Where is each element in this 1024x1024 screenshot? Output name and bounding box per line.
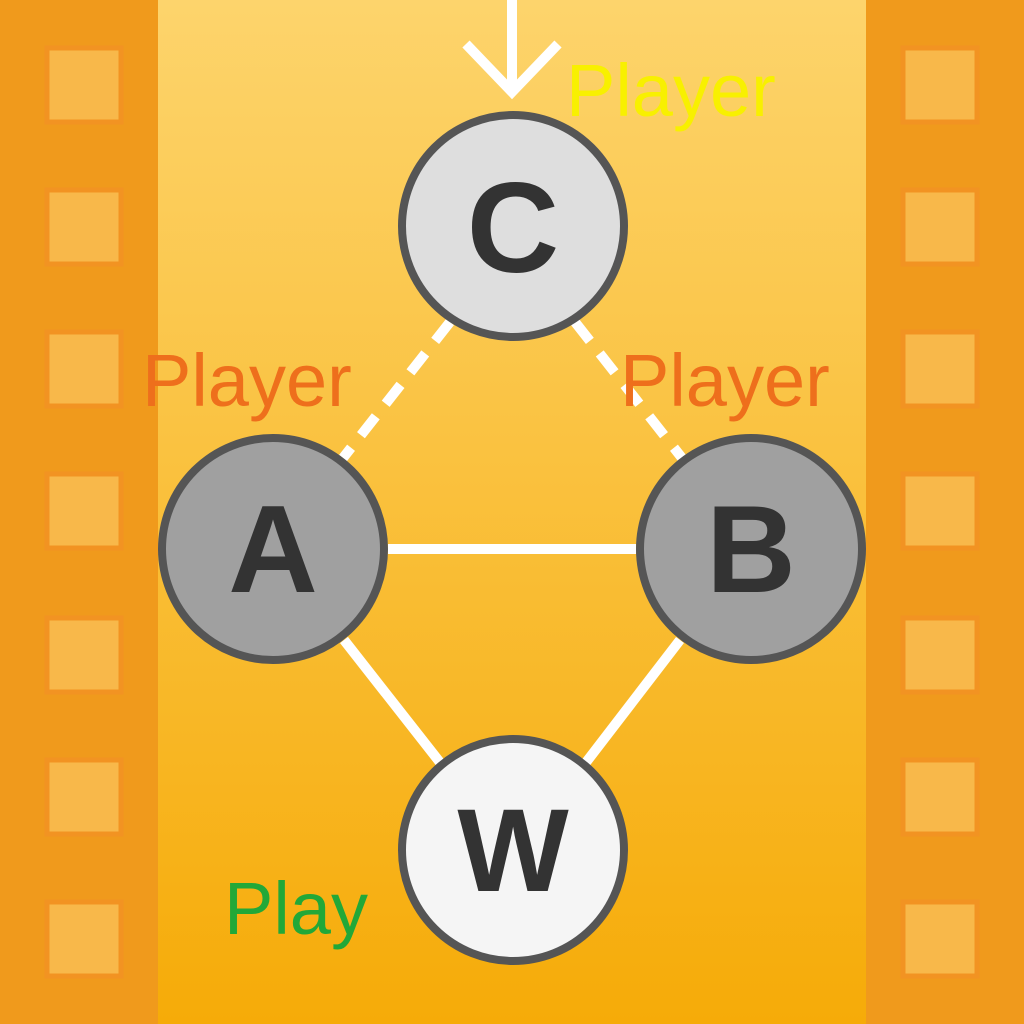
node-b-letter: B — [706, 481, 796, 619]
diagram-edges — [339, 318, 686, 769]
right-sprocket-hole — [900, 615, 980, 695]
label-c-player: Player — [566, 49, 776, 132]
right-sprocket-holes — [900, 45, 980, 979]
down-arrow-icon — [462, 0, 562, 100]
left-sprocket-hole — [44, 187, 124, 267]
edge-b-w — [580, 636, 684, 769]
right-sprocket-hole — [900, 757, 980, 837]
node-b: B — [636, 434, 866, 664]
label-b-player: Player — [620, 339, 830, 422]
node-w: W — [398, 735, 628, 965]
node-a-letter: A — [228, 481, 318, 619]
left-sprocket-hole — [44, 471, 124, 551]
right-sprocket-hole — [900, 899, 980, 979]
right-sprocket-hole — [900, 187, 980, 267]
right-sprocket-hole — [900, 45, 980, 125]
node-c: C — [398, 111, 628, 341]
right-sprocket-hole — [900, 329, 980, 409]
right-sprocket-hole — [900, 471, 980, 551]
left-sprocket-hole — [44, 615, 124, 695]
node-w-letter: W — [457, 785, 569, 917]
node-c-letter: C — [467, 157, 559, 300]
left-sprocket-holes — [44, 45, 124, 979]
node-a: A — [158, 434, 388, 664]
left-sprocket-hole — [44, 45, 124, 125]
edge-a-w — [340, 636, 446, 769]
left-sprocket-hole — [44, 899, 124, 979]
label-w-play: Play — [224, 867, 368, 950]
left-sprocket-hole — [44, 757, 124, 837]
left-sprocket-hole — [44, 329, 124, 409]
label-a-player: Player — [142, 339, 352, 422]
edge-c-b — [571, 318, 686, 462]
edge-c-a — [339, 318, 454, 462]
